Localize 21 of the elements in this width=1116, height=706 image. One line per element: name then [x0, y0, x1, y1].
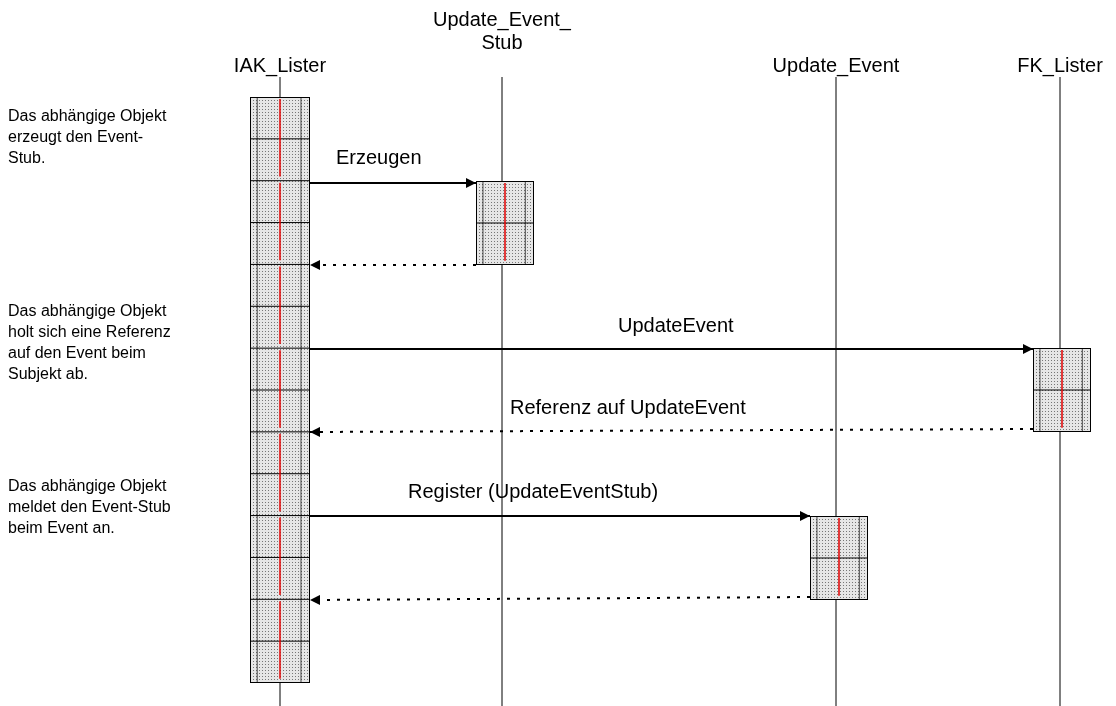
lifeline [501, 76, 503, 182]
message-arrow [309, 511, 811, 521]
return-arrow [309, 260, 477, 270]
message-label: Register (UpdateEventStub) [408, 480, 659, 502]
lifeline [1059, 76, 1061, 349]
note-text: Das abhängige Objekt meldet den Event-Stub beim Event an. [8, 476, 172, 538]
message-label: Referenz auf UpdateEvent [510, 396, 746, 418]
note-text: Das abhängige Objekt erzeugt den Event-Stub. [8, 106, 168, 168]
message-arrow [309, 178, 477, 188]
message-label: Erzeugen [336, 146, 422, 168]
lifeline [279, 76, 281, 98]
activation-bar [1033, 348, 1091, 432]
message-label: UpdateEvent [618, 314, 734, 336]
activation-bar [476, 181, 534, 265]
lifeline [835, 76, 837, 517]
return-arrow [309, 426, 1034, 437]
activation-bar [810, 516, 868, 600]
activation-bar [250, 97, 310, 683]
message-arrow [309, 344, 1034, 354]
return-arrow [309, 594, 811, 605]
note-text: Das abhängige Objekt holt sich eine Referenz auf den Event beim Subjekt ab. [8, 301, 172, 384]
